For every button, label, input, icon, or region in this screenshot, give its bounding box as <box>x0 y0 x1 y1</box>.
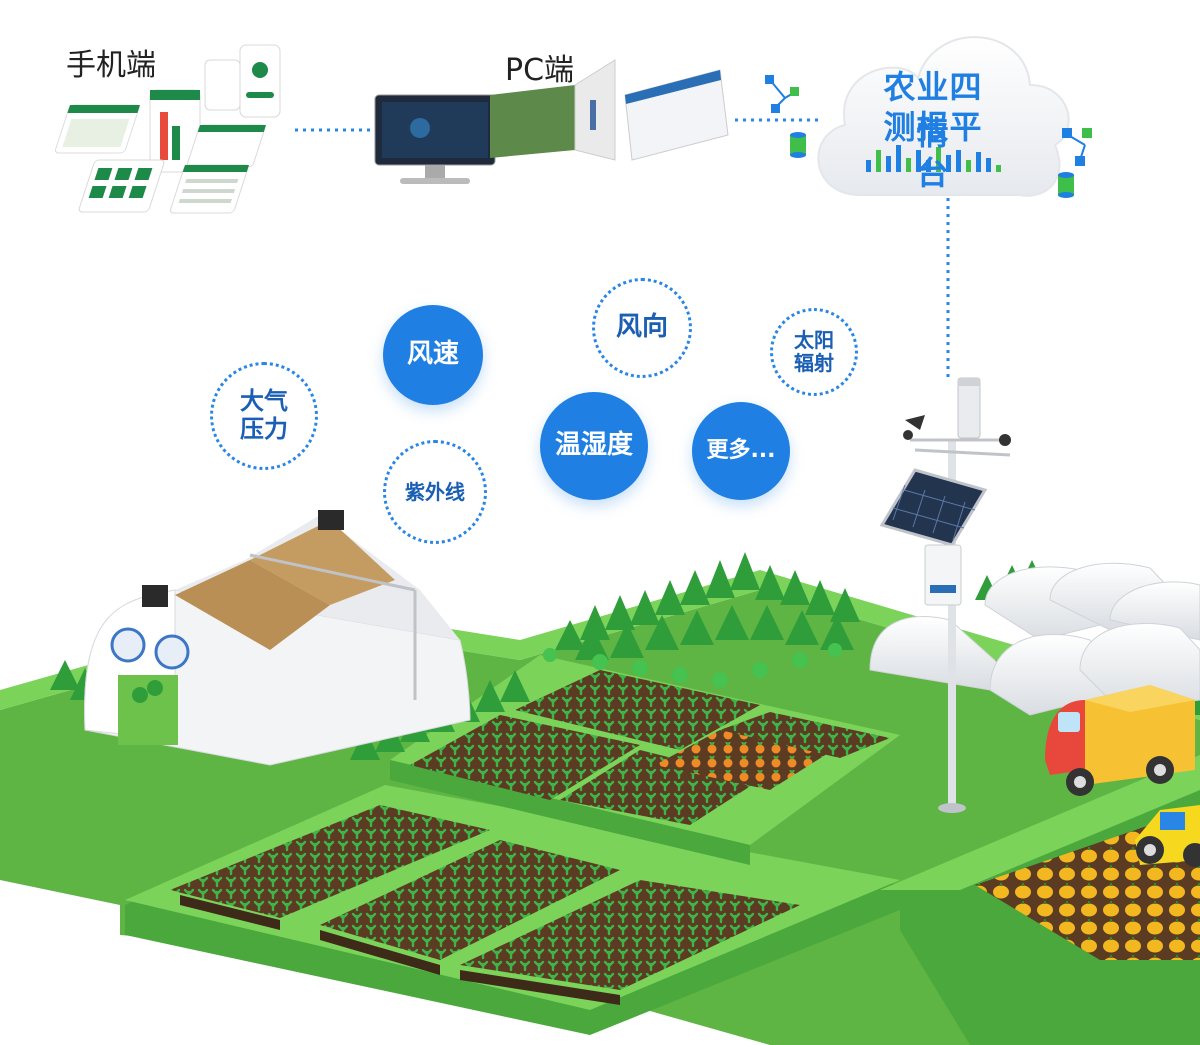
network-icon <box>1062 128 1092 166</box>
truck <box>1045 685 1195 796</box>
bush-row <box>543 643 842 688</box>
pc-label: PC端 <box>505 53 575 88</box>
greenhouse-large <box>84 510 471 766</box>
tractor <box>1135 805 1200 867</box>
cloud-bars <box>866 145 1001 172</box>
sensor-wind-direction: 风向 <box>592 278 692 378</box>
sensor-wind-speed: 风速 <box>383 305 483 405</box>
sensor-label: 太阳 <box>794 328 834 352</box>
database-icon <box>790 132 806 158</box>
sensor-label: 更多... <box>706 438 776 464</box>
mobile-label: 手机端 <box>66 48 156 83</box>
sensor-label: 风速 <box>406 339 459 370</box>
sensor-label: 风向 <box>615 312 668 343</box>
sensor-more: 更多... <box>692 402 790 500</box>
sensor-uv: 紫外线 <box>383 440 487 544</box>
sensor-label: 辐射 <box>794 351 834 375</box>
sensor-label: 压力 <box>240 415 288 443</box>
pc-screens <box>374 59 729 184</box>
sensor-label: 大气 <box>240 387 288 416</box>
database-icon <box>1058 172 1074 198</box>
sensor-solar-radiation: 太阳 辐射 <box>770 308 858 396</box>
tunnel-greenhouses <box>869 562 1200 716</box>
sensor-label: 紫外线 <box>405 479 465 504</box>
cloud-title-line2: 测报平台 <box>883 108 983 192</box>
cloud-shape <box>817 36 1070 197</box>
crop-field <box>410 670 890 825</box>
crop-field <box>170 805 800 1005</box>
cloud-title-line1: 农业四情 <box>883 68 983 152</box>
sensor-temp-humidity: 温湿度 <box>540 392 648 500</box>
weather-station <box>879 377 1011 813</box>
sensor-air-pressure: 大气 压力 <box>210 362 318 470</box>
mobile-app-screens <box>54 44 281 214</box>
network-icon <box>765 75 799 113</box>
sensor-label: 温湿度 <box>554 430 633 461</box>
